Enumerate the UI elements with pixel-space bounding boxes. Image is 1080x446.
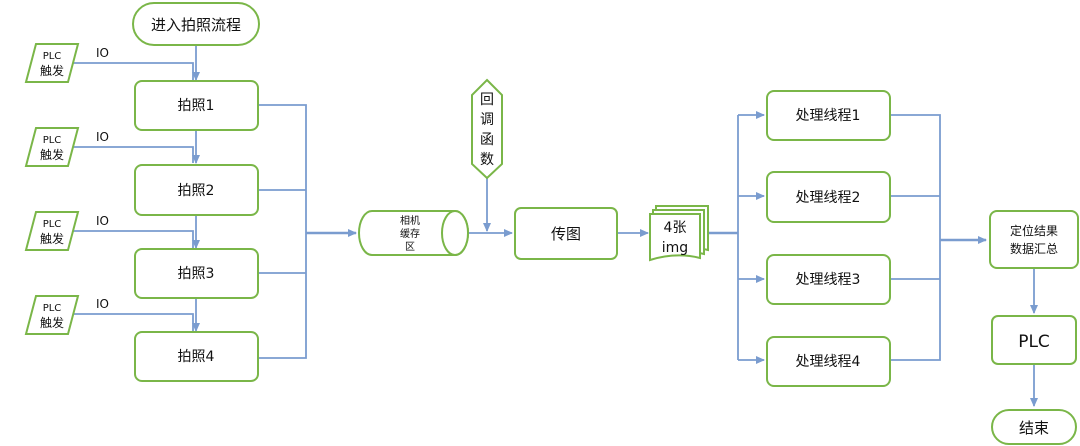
start-node: 进入拍照流程 — [132, 2, 260, 46]
plc-trigger-4-line2: 触发 — [40, 315, 64, 330]
plc-trigger-3-line2: 触发 — [40, 231, 64, 246]
edges — [70, 45, 1038, 407]
thread-node-3: 处理线程3 — [766, 254, 891, 305]
end-node: 结束 — [991, 409, 1077, 445]
io-label-3: IO — [96, 214, 109, 228]
thread-label-2: 处理线程2 — [796, 190, 861, 206]
plc-trigger-4-line1: PLC — [43, 303, 62, 314]
plc-trigger-2-line1: PLC — [43, 135, 62, 146]
edge-threads-merge — [890, 114, 941, 361]
camera-buffer-line1: 相机 — [400, 214, 420, 227]
start-label: 进入拍照流程 — [151, 16, 241, 34]
plc-trigger-2: PLC 触发 — [24, 127, 80, 167]
capture-label-3: 拍照3 — [178, 266, 215, 282]
thread-label-3: 处理线程3 — [796, 272, 861, 288]
capture-node-3: 拍照3 — [134, 248, 259, 299]
callback-char-3: 函 — [480, 132, 494, 148]
summary-line1: 定位结果 — [1010, 223, 1058, 238]
edge-captures-bus — [258, 104, 307, 359]
plc-label: PLC — [1018, 332, 1050, 352]
transfer-label: 传图 — [551, 225, 581, 243]
thread-node-4: 处理线程4 — [766, 336, 891, 387]
thread-label-1: 处理线程1 — [796, 108, 861, 124]
camera-buffer-line3: 区 — [405, 241, 415, 253]
images-line1: 4张 — [664, 220, 687, 236]
summary-node: 定位结果 数据汇总 — [989, 210, 1079, 269]
edge-io-4 — [70, 313, 194, 331]
callback-char-1: 回 — [480, 92, 494, 108]
plc-trigger-1: PLC 触发 — [24, 43, 80, 83]
edge-io-3 — [70, 230, 194, 248]
plc-trigger-3: PLC 触发 — [24, 211, 80, 251]
capture-label-2: 拍照2 — [178, 183, 215, 199]
plc-trigger-4: PLC 触发 — [24, 295, 80, 335]
plc-trigger-1-line1: PLC — [43, 51, 62, 62]
thread-node-1: 处理线程1 — [766, 90, 891, 141]
plc-trigger-3-line1: PLC — [43, 219, 62, 230]
camera-buffer-node: 相机 缓存 区 — [358, 210, 469, 256]
io-label-1: IO — [96, 46, 109, 60]
plc-trigger-1-line2: 触发 — [40, 63, 64, 78]
capture-node-2: 拍照2 — [134, 164, 259, 216]
capture-label-4: 拍照4 — [178, 349, 215, 365]
plc-node: PLC — [991, 315, 1077, 365]
io-label-2: IO — [96, 130, 109, 144]
summary-line2: 数据汇总 — [1010, 241, 1058, 256]
end-label: 结束 — [1019, 419, 1049, 437]
images-line2: img — [662, 240, 688, 256]
thread-label-4: 处理线程4 — [796, 354, 861, 370]
images-node: 4张 img — [649, 205, 709, 262]
capture-label-1: 拍照1 — [178, 98, 215, 114]
plc-trigger-2-line2: 触发 — [40, 147, 64, 162]
io-label-4: IO — [96, 297, 109, 311]
capture-node-4: 拍照4 — [134, 331, 259, 382]
callback-node: 回 调 函 数 — [471, 78, 503, 180]
callback-char-2: 调 — [480, 112, 494, 128]
transfer-node: 传图 — [514, 207, 618, 260]
callback-char-4: 数 — [480, 152, 494, 168]
edge-io-1 — [70, 62, 194, 80]
thread-node-2: 处理线程2 — [766, 171, 891, 223]
capture-node-1: 拍照1 — [134, 80, 259, 131]
edge-io-2 — [70, 146, 194, 163]
camera-buffer-line2: 缓存 — [400, 227, 420, 240]
